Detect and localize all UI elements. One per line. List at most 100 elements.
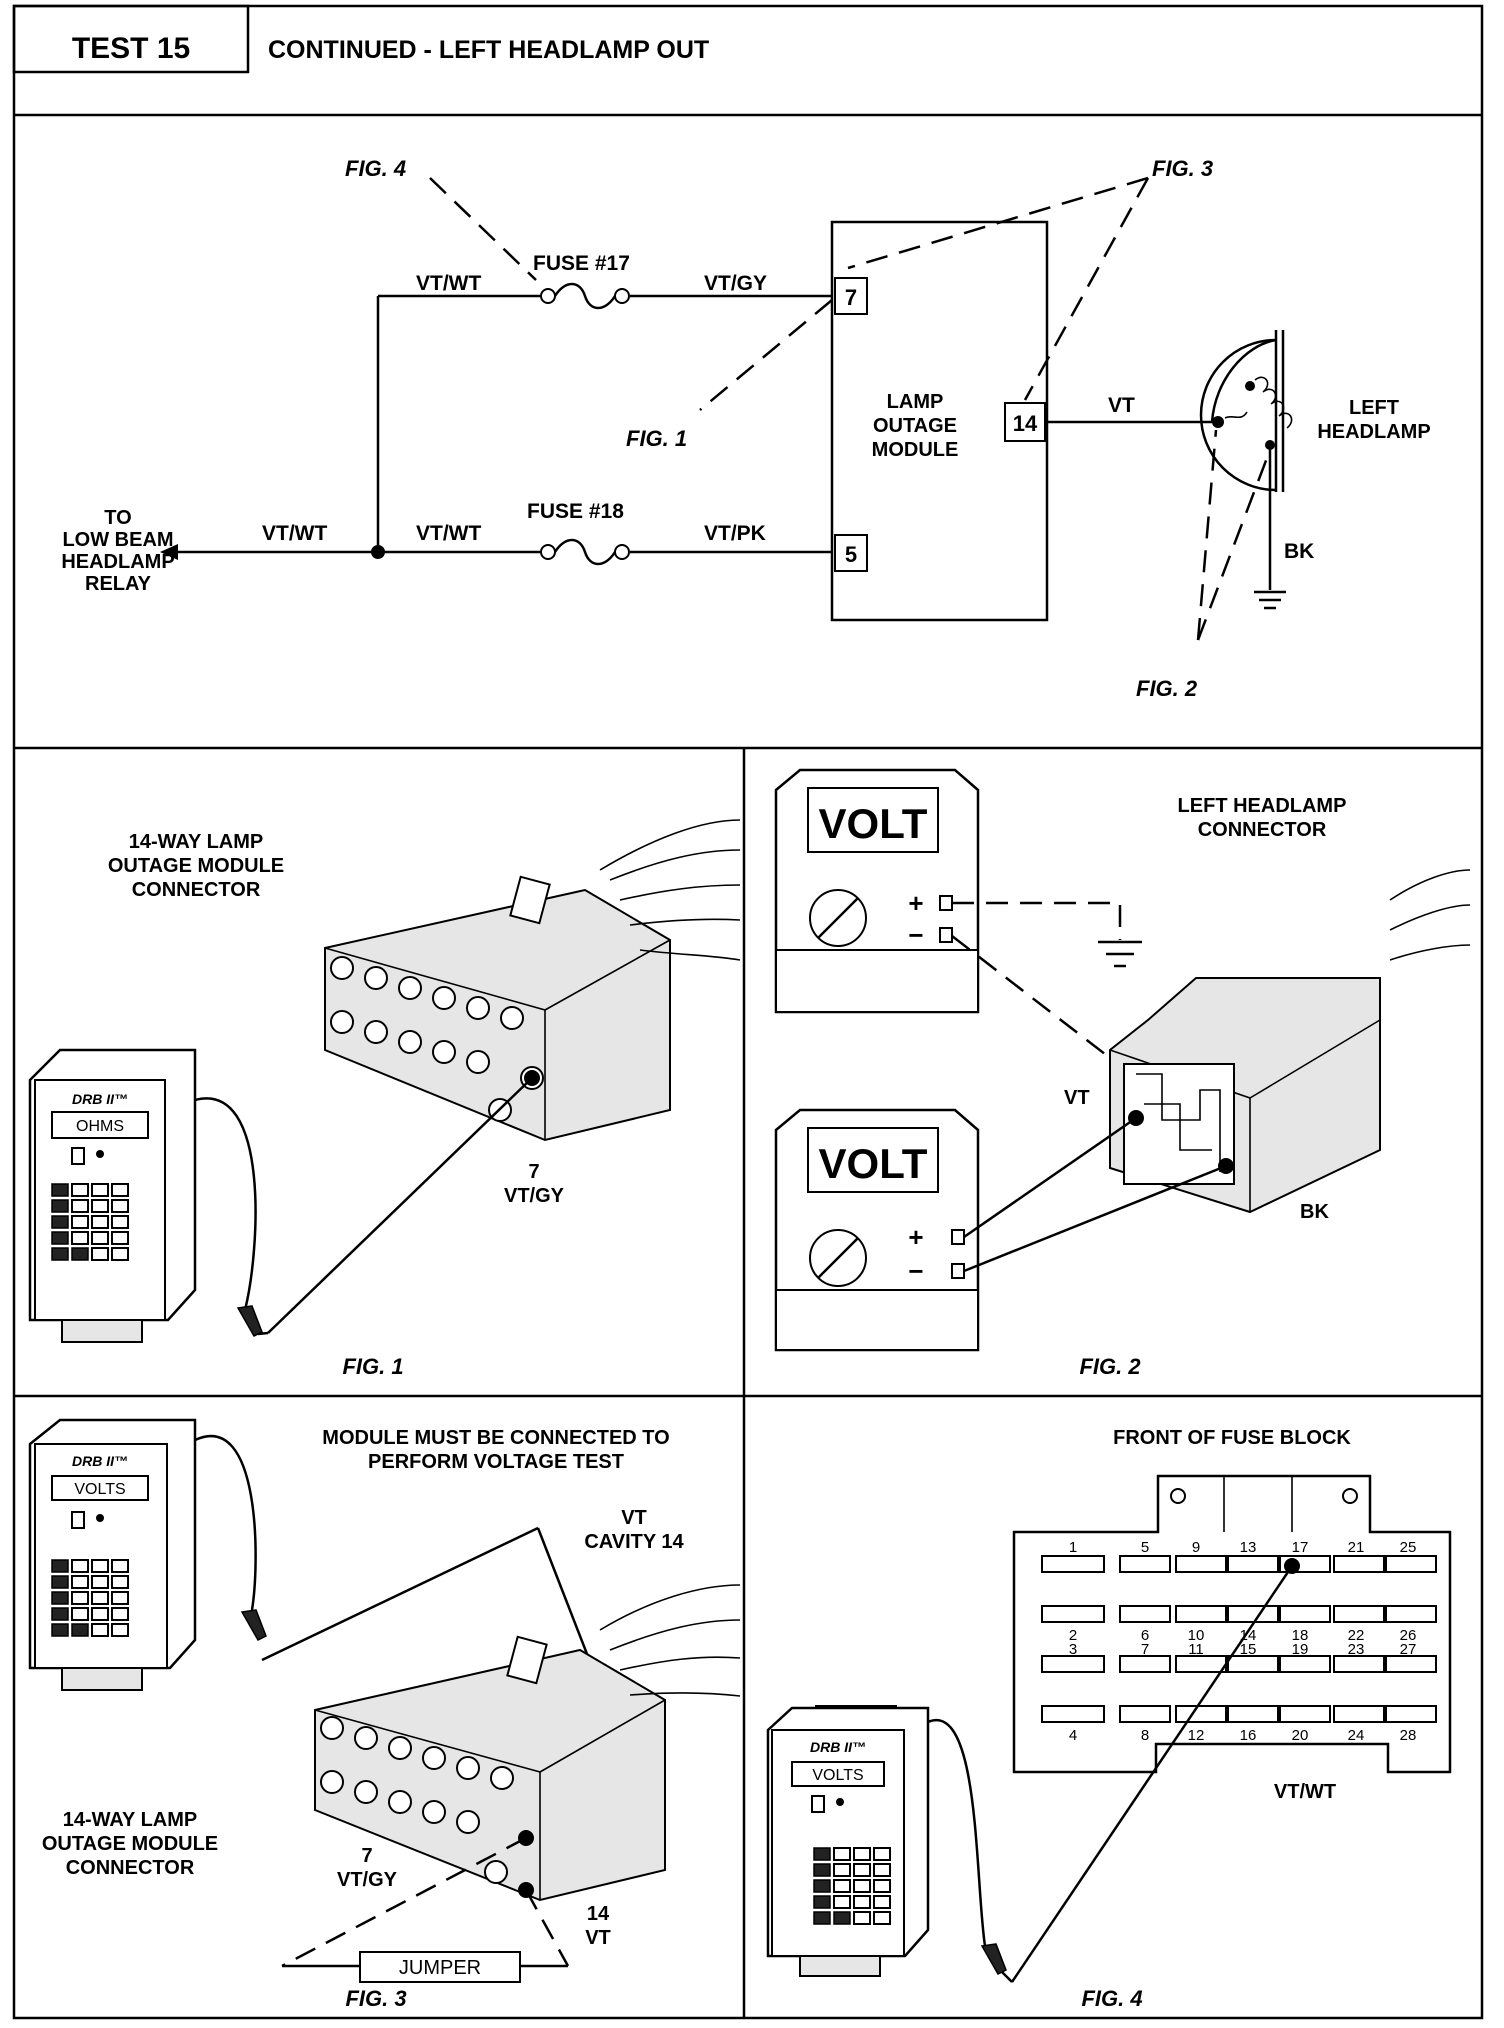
fig1-caption: FIG. 1	[342, 1354, 403, 1379]
fig3-caption: FIG. 3	[345, 1986, 406, 2011]
fig4-caption: FIG. 4	[1081, 1986, 1142, 2011]
fuse-number: 3	[1069, 1641, 1077, 1658]
fig3-tester-brand: DRB II™	[72, 1453, 128, 1469]
fig1-tester-display: OHMS	[76, 1118, 124, 1135]
wiring-schematic: 7 5 14 LAMP OUTAGE MODULE	[61, 156, 1430, 701]
pin-14-label: 14	[1013, 411, 1038, 436]
headlamp-symbol	[1199, 330, 1293, 492]
fig4-drb-tester: DRB II™ VOLTS	[766, 1705, 930, 1977]
fig3-pin14-wire: VT	[585, 1927, 611, 1949]
wire-vt: VT	[1108, 394, 1135, 417]
module-label-2: OUTAGE	[873, 415, 957, 437]
fig2-voltmeter-2: VOLT	[774, 1108, 980, 1352]
fig3-title-3: CONNECTOR	[66, 1857, 195, 1879]
fig2-title-1: LEFT HEADLAMP	[1178, 795, 1347, 817]
fig2-title-2: CONNECTOR	[1198, 819, 1327, 841]
fuse-number: 17	[1292, 1539, 1309, 1556]
fig1-tester-brand: DRB II™	[72, 1091, 128, 1107]
fuse-number: 21	[1348, 1539, 1365, 1556]
relay-label-3: HEADLAMP	[61, 551, 174, 573]
fig3-cavities	[320, 1716, 514, 1884]
fuse-number: 9	[1192, 1539, 1200, 1556]
wire-vtpk: VT/PK	[704, 522, 766, 545]
fig1-title-1: 14-WAY LAMP	[129, 831, 263, 853]
fig1-drb-tester: DRB II™ OHMS	[28, 1048, 197, 1343]
fig3-panel: MODULE MUST BE CONNECTED TO PERFORM VOLT…	[28, 1418, 741, 2011]
pin-7-label: 7	[845, 285, 857, 310]
fig1-pin-label: 7	[528, 1161, 539, 1183]
fig2-meter2-minus-jack	[951, 1263, 965, 1279]
fuse-grid	[1041, 1555, 1437, 1723]
page-frame	[12, 4, 1484, 2020]
fig3-tester-display: VOLTS	[74, 1481, 125, 1498]
fig2-meter2-plus-jack	[951, 1229, 965, 1245]
pin-14-box	[1004, 402, 1046, 442]
fig4-tester-display: VOLTS	[812, 1767, 863, 1784]
fuse-numbers: 1 5 9 13 17 21 25 2 6 10 14 18 22 26 3 7…	[1069, 1539, 1417, 1744]
fuse-number: 12	[1188, 1727, 1205, 1744]
fuse-number: 5	[1141, 1539, 1149, 1556]
fig4-callout: FIG. 4	[345, 156, 406, 181]
fuse-17-label: FUSE #17	[533, 252, 630, 275]
fuse-block-outline	[1012, 1474, 1452, 1774]
fig2-meter1-display: VOLT	[819, 800, 928, 847]
fig2-wire-bk: BK	[1300, 1201, 1329, 1223]
pin-7-box	[834, 277, 868, 315]
fuse-number: 10	[1188, 1627, 1205, 1644]
fig2-meter1-plus: +	[908, 888, 923, 918]
fuse-number: 1	[1069, 1539, 1077, 1556]
test-label-box	[12, 4, 250, 74]
fig1-wire-label: VT/GY	[504, 1185, 565, 1207]
fig1-title-3: CONNECTOR	[132, 879, 261, 901]
fig2-meter1-minus: −	[908, 920, 923, 950]
fuse-number: 7	[1141, 1641, 1149, 1658]
wire-vtwt-mid: VT/WT	[416, 522, 481, 545]
fuse-18-label: FUSE #18	[527, 500, 624, 523]
fig2-meter2-display: VOLT	[819, 1140, 928, 1187]
fig3-title-2: OUTAGE MODULE	[42, 1833, 218, 1855]
fig2-meter2-plus: +	[908, 1222, 923, 1252]
wire-bk: BK	[1284, 540, 1314, 563]
fuse-number: 24	[1348, 1727, 1365, 1744]
wire-vtwt-top: VT/WT	[416, 272, 481, 295]
fig1-connector	[324, 819, 741, 1142]
fig1-callout: FIG. 1	[626, 426, 687, 451]
fig2-voltmeter-1: VOLT	[774, 768, 980, 1014]
pin-5-box	[834, 534, 868, 572]
fuse-number: 13	[1240, 1539, 1257, 1556]
headlamp-label-1: LEFT	[1349, 397, 1399, 419]
fuse-number: 27	[1400, 1641, 1417, 1658]
fuse-number: 11	[1188, 1641, 1204, 1658]
fig3-cavity-label-1: VT	[621, 1507, 647, 1529]
fig4-tester-brand: DRB II™	[810, 1739, 866, 1755]
fig1-panel: 14-WAY LAMP OUTAGE MODULE CONNECTOR 7 VT…	[28, 819, 741, 1379]
fuse-number: 16	[1240, 1727, 1257, 1744]
jumper-box	[359, 1951, 521, 1983]
fig3-pin7-wire: VT/GY	[337, 1869, 398, 1891]
fig2-caption: FIG. 2	[1079, 1354, 1141, 1379]
fig2-meter1-plus-jack	[939, 895, 953, 911]
fuse-number: 19	[1292, 1641, 1309, 1658]
fig4-title: FRONT OF FUSE BLOCK	[1113, 1427, 1351, 1449]
test-label: TEST 15	[72, 32, 190, 65]
fig2-meter2-minus: −	[908, 1256, 923, 1286]
fuse-number: 4	[1069, 1727, 1077, 1744]
fig4-panel: FRONT OF FUSE BLOCK 1 5 9 13 17 21 25 2 …	[766, 1427, 1452, 2011]
fig4-probe	[980, 1943, 1013, 1983]
fuse-17-symbol	[540, 282, 630, 310]
fuse-number: 15	[1240, 1641, 1257, 1658]
relay-label-4: RELAY	[85, 573, 152, 595]
fig2-headlamp-connector	[1109, 869, 1471, 1214]
fig3-connector	[314, 1584, 741, 1902]
fuse-number: 22	[1348, 1627, 1365, 1644]
pin-5-label: 5	[845, 542, 857, 567]
fig3-drb-tester: DRB II™ VOLTS	[28, 1418, 197, 1691]
fuse-number: 8	[1141, 1727, 1149, 1744]
fig2-callout: FIG. 2	[1136, 676, 1198, 701]
fig2-meter1-minus-jack	[939, 927, 953, 943]
fig3-title-1: 14-WAY LAMP	[63, 1809, 197, 1831]
fuse-number: 28	[1400, 1727, 1417, 1744]
fig1-probe	[236, 1305, 269, 1337]
page-title: CONTINUED - LEFT HEADLAMP OUT	[268, 36, 709, 64]
fuse-number: 23	[1348, 1641, 1365, 1658]
